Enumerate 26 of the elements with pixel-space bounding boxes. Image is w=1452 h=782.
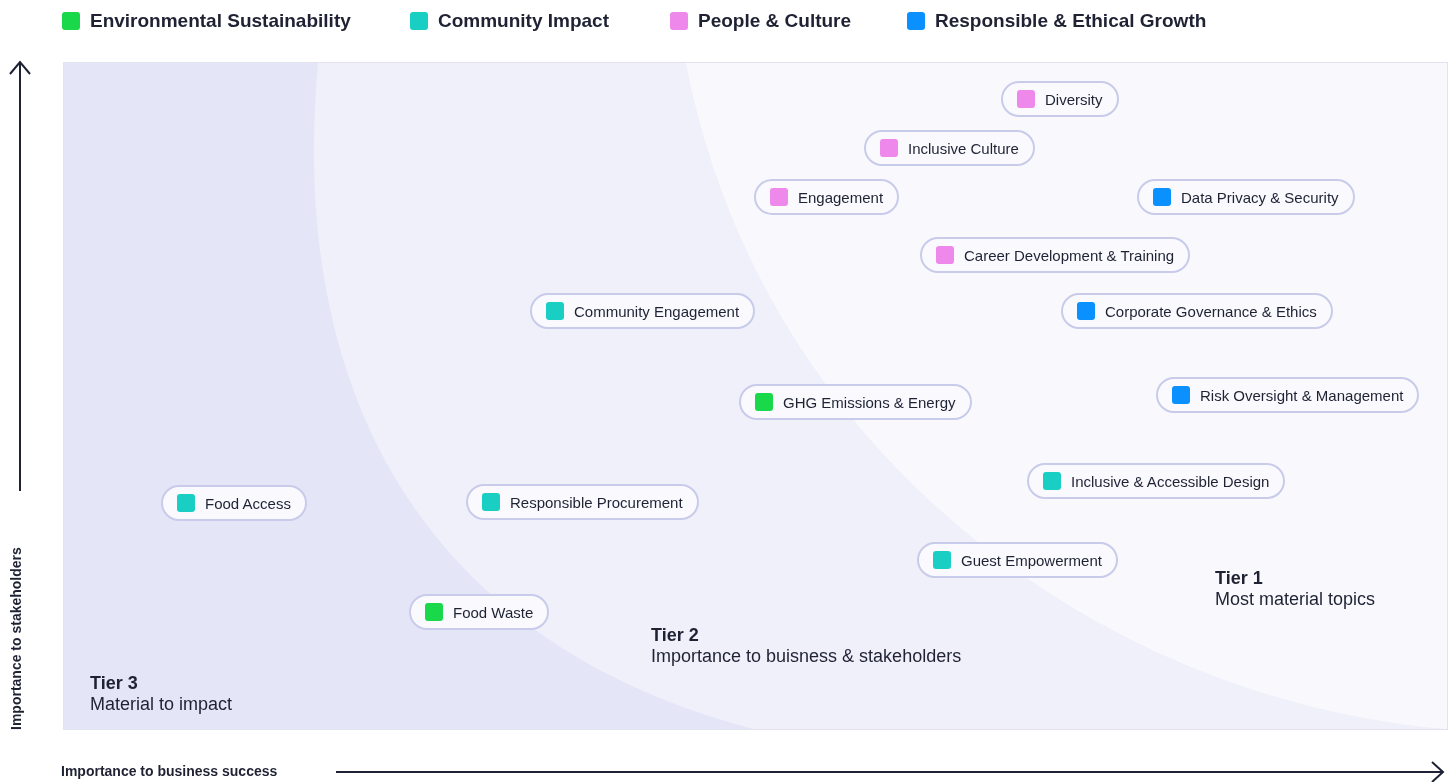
topic-pill: Community Engagement <box>530 293 756 329</box>
legend-label: Environmental Sustainability <box>90 10 351 32</box>
tier-heading: Tier 2 <box>651 625 700 646</box>
topic-pill: Engagement <box>754 179 900 215</box>
tier-description: Material to impact <box>90 694 233 715</box>
topic-pill: Responsible Procurement <box>466 484 699 520</box>
topic-pill: Corporate Governance & Ethics <box>1061 293 1333 329</box>
topic-pill: Diversity <box>1001 81 1119 117</box>
axis-label: Importance to business success <box>61 763 278 779</box>
topic-pill: GHG Emissions & Energy <box>739 384 972 420</box>
tier-heading: Tier 3 <box>90 673 139 694</box>
legend-label: People & Culture <box>698 10 852 32</box>
topic-pill: Guest Empowerment <box>917 542 1118 578</box>
topic-pill: Inclusive Culture <box>864 130 1035 166</box>
topic-pill: Data Privacy & Security <box>1137 179 1355 215</box>
legend-label: Community Impact <box>438 10 610 32</box>
legend-label: Responsible & Ethical Growth <box>935 10 1207 32</box>
tier-heading: Tier 1 <box>1215 568 1264 589</box>
tier-description: Most material topics <box>1215 589 1376 610</box>
axis-label: Importance to stakeholders <box>8 547 24 730</box>
topic-pill: Inclusive & Accessible Design <box>1027 463 1286 499</box>
topic-pill: Food Access <box>161 485 307 521</box>
tier-description: Importance to buisness & stakeholders <box>651 646 962 667</box>
topic-pill: Career Development & Training <box>920 237 1191 273</box>
topic-pill: Food Waste <box>409 594 550 630</box>
topic-pill: Risk Oversight & Management <box>1156 377 1420 413</box>
